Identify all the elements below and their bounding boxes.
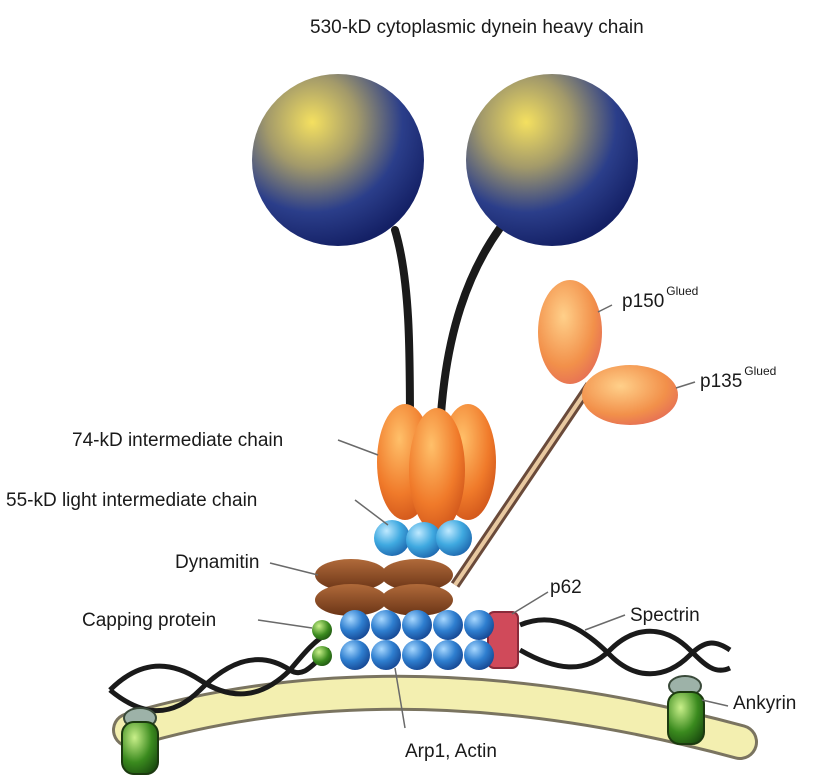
light-intermediate-chains	[374, 520, 472, 558]
arp1-actin-filament	[340, 610, 494, 670]
heavy-chain-head-left	[252, 74, 424, 246]
label-capping-protein: Capping protein	[82, 611, 216, 630]
label-light-intermediate-chain: 55-kD light intermediate chain	[6, 491, 257, 510]
intermediate-chains	[377, 404, 496, 532]
label-arp1-actin: Arp1, Actin	[405, 742, 497, 761]
label-heavy-chain: 530-kD cytoplasmic dynein heavy chain	[310, 18, 644, 37]
membrane	[130, 693, 740, 742]
spectrin-filament-right	[520, 620, 730, 674]
dynamitin	[315, 559, 453, 616]
heavy-chain-stalks	[395, 228, 500, 430]
ankyrin-right	[668, 676, 704, 744]
label-ankyrin: Ankyrin	[733, 694, 796, 713]
label-dynamitin: Dynamitin	[175, 553, 259, 572]
label-p150-sup: Glued	[666, 284, 698, 298]
heavy-chain-heads	[252, 74, 638, 246]
label-p150-base: p150	[622, 291, 664, 312]
label-p135-base: p135	[700, 371, 742, 392]
heavy-chain-head-right	[466, 74, 638, 246]
label-p135-sup: Glued	[744, 364, 776, 378]
label-p62: p62	[550, 578, 582, 597]
label-spectrin: Spectrin	[630, 606, 700, 625]
ankyrin-left	[122, 708, 158, 774]
label-intermediate-chain: 74-kD intermediate chain	[72, 431, 283, 450]
p135-glued-lobe	[582, 365, 678, 425]
p150-glued-lobe	[538, 280, 602, 384]
